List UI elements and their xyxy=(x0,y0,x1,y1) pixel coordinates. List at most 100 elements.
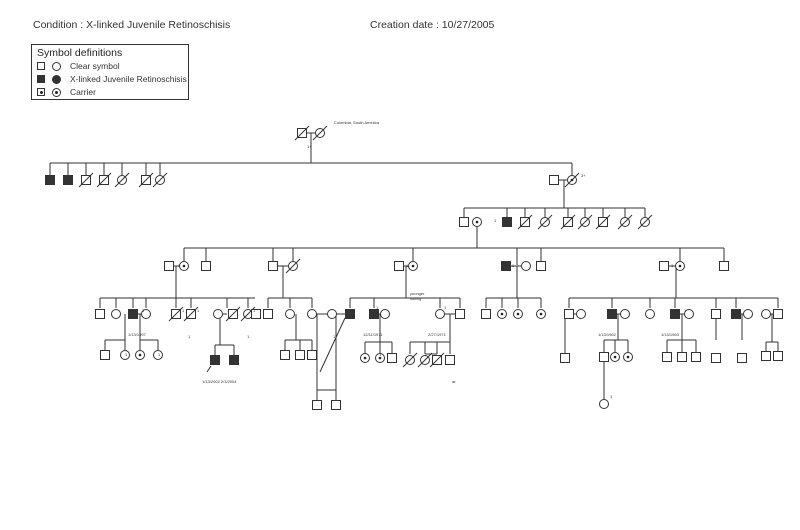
pedigree-female-69 xyxy=(327,309,337,319)
annotation-a-4: 1 xyxy=(178,263,181,268)
pedigree-male-96 xyxy=(711,353,721,363)
legend-carrier-label: Carrier xyxy=(70,87,96,97)
annotation-a-3: 1 xyxy=(494,218,497,223)
pedigree-female-52 xyxy=(285,309,295,319)
pedigree-male-affected-29 xyxy=(501,261,511,271)
pedigree-male-affected-4 xyxy=(63,175,73,185)
pedigree-female-carrier-47 xyxy=(135,350,145,360)
pedigree-male-72 xyxy=(481,309,491,319)
pedigree-female-77 xyxy=(576,309,586,319)
pedigree-male-deceased-15 xyxy=(517,214,533,230)
pedigree-male-affected-14 xyxy=(502,217,512,227)
pedigree-male-83 xyxy=(711,309,721,319)
annotation-a-7: 1 xyxy=(512,263,515,268)
pedigree-female-carrier-63 xyxy=(375,353,385,363)
pedigree-female-carrier-13 xyxy=(472,217,482,227)
annotation-a-28: 1 xyxy=(333,334,336,339)
annotation-a-30: 1 xyxy=(613,308,616,313)
annotation-a-9: 1 xyxy=(142,308,145,313)
pedigree-female-deceased-66 xyxy=(417,352,433,368)
origin-label: Colombia, South America xyxy=(334,120,380,125)
pedigree-male-10 xyxy=(549,175,559,185)
pedigree-female-deceased-21 xyxy=(637,214,653,230)
pedigree-male-affected-37 xyxy=(128,309,138,319)
pedigree-male-51 xyxy=(263,309,273,319)
pedigree-female-80 xyxy=(645,309,655,319)
pedigree-male-56 xyxy=(307,350,317,360)
legend-affected-label: X-linked Juvenile Retinoschisis xyxy=(70,74,187,84)
annotation-a-25: 12/11/1971 xyxy=(363,332,383,337)
annotation-a-12: 1 xyxy=(227,308,230,313)
carrier-circle-icon xyxy=(52,88,61,97)
annotation-a-20: 1 xyxy=(125,352,128,357)
annotation-a-15: 1 xyxy=(188,334,191,339)
pedigree-female-deceased-7 xyxy=(114,172,130,188)
pedigree-female-30 xyxy=(521,261,531,271)
pedigree-female-36 xyxy=(111,309,121,319)
pedigree-female-deceased-9 xyxy=(152,172,168,188)
pedigree-male-54 xyxy=(280,350,290,360)
annotation-a-14: 1/13/1997 xyxy=(128,332,147,337)
pedigree-female-38 xyxy=(141,309,151,319)
pedigree-male-61 xyxy=(455,309,465,319)
annotation-a-22: younger xyxy=(410,291,425,296)
pedigree-female-deceased-16 xyxy=(537,214,553,230)
pedigree-female-85 xyxy=(743,309,753,319)
pedigree-female-82 xyxy=(684,309,694,319)
annotation-a-32: 1/13/1962 xyxy=(598,332,617,337)
pedigree-male-32 xyxy=(659,261,669,271)
pedigree-male-68 xyxy=(445,355,455,365)
annotation-a-8: 1 xyxy=(671,263,674,268)
symbol-legend: Symbol definitions Clear symbol X-linked… xyxy=(31,44,189,100)
annotation-a-21: 1 xyxy=(158,352,161,357)
legend-title: Symbol definitions xyxy=(37,47,123,59)
annotation-a-27: 2/27/1971 xyxy=(428,332,447,337)
pedigree-male-55 xyxy=(295,350,305,360)
pedigree-female-deceased-65 xyxy=(402,352,418,368)
pedigree-male-affected-81 xyxy=(670,309,680,319)
pedigree-female-carrier-62 xyxy=(360,353,370,363)
annotation-a-16: 1 xyxy=(247,334,250,339)
pedigree-female-deceased-18 xyxy=(577,214,593,230)
pedigree-female-carrier-33 xyxy=(675,261,685,271)
pedigree-male-affected-3 xyxy=(45,175,55,185)
pedigree-female-carrier-91 xyxy=(623,352,633,362)
pedigree-male-45 xyxy=(100,350,110,360)
pedigree-female-deceased-26 xyxy=(285,258,301,274)
annotation-a-29: 1 xyxy=(379,352,382,357)
pedigree-male-deceased-1 xyxy=(294,125,310,141)
pedigree-male-94 xyxy=(677,352,687,362)
pedigree-female-79 xyxy=(620,309,630,319)
pedigree-male-76 xyxy=(564,309,574,319)
pedigree-male-affected-49 xyxy=(210,355,220,365)
pedigree-female-carrier-90 xyxy=(610,352,620,362)
pedigree-male-deceased-39 xyxy=(168,306,184,322)
pedigree-male-97 xyxy=(737,353,747,363)
pedigree-female-deceased-20 xyxy=(617,214,633,230)
pedigree-male-affected-84 xyxy=(731,309,741,319)
pedigree-male-70 xyxy=(312,400,322,410)
pedigree-female-carrier-23 xyxy=(179,261,189,271)
pedigree-male-deceased-8 xyxy=(138,172,154,188)
pedigree-male-99 xyxy=(773,351,783,361)
annotation-a-26: 1 xyxy=(444,305,447,310)
pedigree-female-41 xyxy=(213,309,223,319)
annotation-a-35: 1 xyxy=(610,394,613,399)
pedigree-male-affected-58 xyxy=(369,309,379,319)
pedigree-female-carrier-73 xyxy=(497,309,507,319)
pedigree-male-deceased-5 xyxy=(78,172,94,188)
pedigree-male-35 xyxy=(95,309,105,319)
pedigree-male-22 xyxy=(164,261,174,271)
pedigree-female-deceased-2 xyxy=(312,125,328,141)
pedigree-male-affected-78 xyxy=(607,309,617,319)
pedigree-male-deceased-6 xyxy=(96,172,112,188)
pedigree-male-25 xyxy=(268,261,278,271)
annotation-a-13: 1 xyxy=(253,308,256,313)
pedigree-male-95 xyxy=(691,352,701,362)
pedigree-female-carrier-74 xyxy=(513,309,523,319)
pedigree-female-92 xyxy=(599,399,609,409)
annotation-a-19: 1 xyxy=(237,354,240,359)
pedigree-male-31 xyxy=(536,261,546,271)
clear-square-icon xyxy=(37,62,45,70)
pedigree-female-carrier-75 xyxy=(536,309,546,319)
